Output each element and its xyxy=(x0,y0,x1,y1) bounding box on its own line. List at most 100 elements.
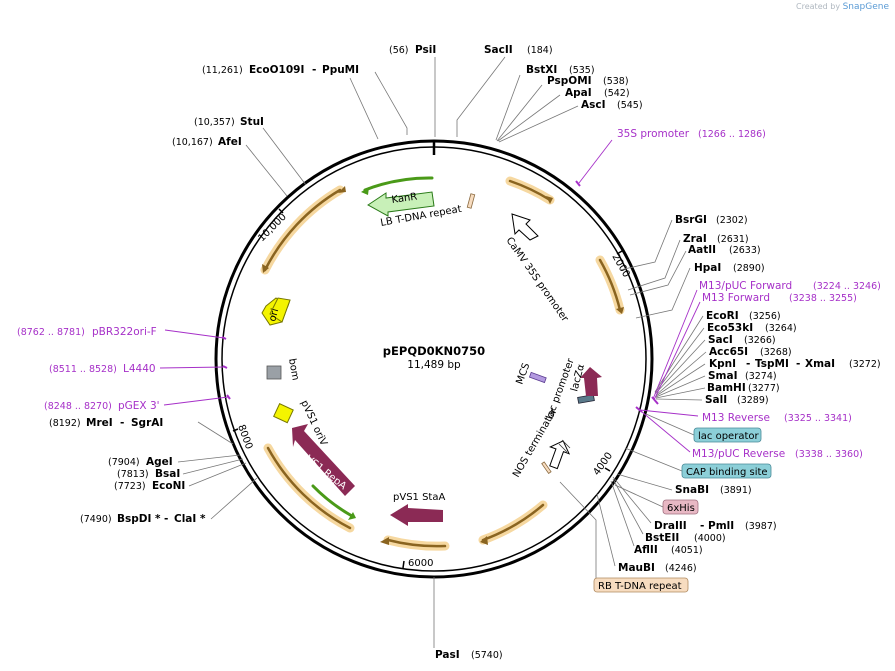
enzyme-econi: (7723) EcoNI xyxy=(114,480,185,492)
enzyme-name: AgeI xyxy=(146,456,173,468)
primer-m13-puc-reverse: M13/pUC Reverse (3338 .. 3360) xyxy=(692,448,863,460)
primer-l4440: (8511 .. 8528) L4440 xyxy=(49,363,156,375)
enzyme-pos: (2631) xyxy=(717,234,749,245)
camv-promoter-arrow xyxy=(511,213,539,241)
primer-pgex-3: (8248 .. 8270) pGEX 3' xyxy=(44,400,160,412)
enzyme-pos: (538) xyxy=(603,76,629,87)
primer-pos: (3224 .. 3246) xyxy=(813,281,881,292)
enzyme-psii: (56) PsiI xyxy=(389,44,436,56)
enzyme-pos: (2890) xyxy=(733,263,765,274)
primer-name: M13/pUC Reverse xyxy=(692,448,785,460)
enzyme-name: AflII xyxy=(634,544,658,556)
enzyme-sali: SalI (3289) xyxy=(705,394,769,406)
primer-name: L4440 xyxy=(123,363,156,375)
enzyme-zrai: ZraI (2631) xyxy=(683,233,749,245)
enzyme-bsrgi: BsrGI (2302) xyxy=(675,214,748,226)
primer-name: pBR322ori-F xyxy=(92,326,157,338)
enzyme-eco53ki: Eco53kI (3264) xyxy=(707,322,797,334)
enzyme-pos: (4000) xyxy=(694,533,726,544)
kanr-label: KanR xyxy=(391,191,418,205)
enzyme-name-2: TspMI xyxy=(755,358,789,370)
enzyme-name: DraIII xyxy=(654,520,687,532)
enzyme-name: BsaI xyxy=(155,468,180,480)
enzyme-name: SmaI xyxy=(708,370,738,382)
primer-m13-forward: M13 Forward (3238 .. 3255) xyxy=(702,292,857,304)
enzyme-name: SalI xyxy=(705,394,727,406)
enzyme-pos: (3266) xyxy=(744,335,776,346)
enzyme-pos: (11,261) xyxy=(202,65,243,76)
lb-repeat-mark xyxy=(466,193,476,209)
enzyme-hpai: HpaI (2890) xyxy=(694,262,765,274)
enzyme-acc65i: Acc65I (3268) xyxy=(709,346,792,358)
bom-mark xyxy=(266,365,282,380)
enzyme-pos: (4051) xyxy=(671,545,703,556)
enzyme-pos: (3268) xyxy=(760,347,792,358)
enzyme-pos: (8192) xyxy=(49,418,81,429)
enzyme-mrei-sgrai: (8192) MreI - SgrAI xyxy=(49,417,163,429)
box-label: RB T-DNA repeat xyxy=(598,581,682,592)
box-label: 6xHis xyxy=(667,503,695,514)
enzyme-smai: SmaI (3274) xyxy=(708,370,777,382)
nos-terminator-arrow xyxy=(549,440,571,470)
svg-text:-: - xyxy=(700,520,704,532)
tick-label: 6000 xyxy=(408,558,433,569)
enzyme-name: KpnI xyxy=(709,358,736,370)
nos-terminator-label: NOS terminator xyxy=(511,406,560,480)
enzyme-name: ZraI xyxy=(683,233,707,245)
enzyme-pos: (7723) xyxy=(114,481,146,492)
enzyme-name: SnaBI xyxy=(675,484,709,496)
enzyme-pos: (3256) xyxy=(749,311,781,322)
enzyme-pos: (3987) xyxy=(745,521,777,532)
enzyme-bstxi: BstXI (535) xyxy=(526,64,595,76)
enzyme-name-2: ClaI * xyxy=(174,513,206,525)
enzyme-pos: (3277) xyxy=(748,383,780,394)
enzyme-pos: (3289) xyxy=(737,395,769,406)
mcs-label: MCS xyxy=(514,362,532,386)
enzyme-name: StuI xyxy=(240,116,264,128)
snapgene-brand: SnapGene xyxy=(842,2,889,12)
enzyme-agei: (7904) AgeI xyxy=(108,456,173,468)
primer-m13-puc-forward: M13/pUC Forward (3224 .. 3246) xyxy=(699,280,881,292)
enzyme-aflii: AflII (4051) xyxy=(634,544,703,556)
primer-name: pGEX 3' xyxy=(118,400,160,412)
enzyme-ecori: EcoRI (3256) xyxy=(706,310,781,322)
pvs1-staa-label: pVS1 StaA xyxy=(393,492,445,503)
enzyme-pos: (3264) xyxy=(765,323,797,334)
enzyme-sacii: SacII (184) xyxy=(484,44,553,56)
pvs1-oriv-mark xyxy=(273,403,294,424)
enzyme-name: Eco53kI xyxy=(707,322,753,334)
enzyme-name: SacI xyxy=(708,334,733,346)
enzyme-kpni-tspmi-xmai: KpnI - TspMI - XmaI (3272) xyxy=(709,358,881,370)
ori-label: ori xyxy=(267,307,281,322)
enzyme-pos: (545) xyxy=(617,100,643,111)
enzyme-pos: (5740) xyxy=(471,650,503,661)
plasmid-size: 11,489 bp xyxy=(407,359,461,371)
enzyme-pos: (535) xyxy=(569,65,595,76)
enzyme-afei: (10,167) AfeI xyxy=(172,136,242,148)
enzyme-asci: AscI (545) xyxy=(581,99,643,111)
primer-pos: (3338 .. 3360) xyxy=(795,449,863,460)
enzyme-name: HpaI xyxy=(694,262,721,274)
enzyme-name: BstEII xyxy=(645,532,679,544)
rb-t-dna-repeat-box: RB T-DNA repeat xyxy=(593,577,689,593)
primer-name: M13 Forward xyxy=(702,292,770,304)
enzyme-aatii: AatII (2633) xyxy=(688,244,761,256)
primer-pos: (3325 .. 3341) xyxy=(784,413,852,424)
primer-name: M13/pUC Forward xyxy=(699,280,792,292)
enzyme-name-2: PpuMI xyxy=(322,64,359,76)
ori-feature: ori xyxy=(261,297,291,326)
enzyme-stui: (10,357) StuI xyxy=(194,116,264,128)
enzyme-bsteii: BstEII (4000) xyxy=(645,532,726,544)
box-label: CAP binding site xyxy=(686,467,768,478)
primer-name: 35S promoter xyxy=(617,128,690,140)
enzyme-name: MauBI xyxy=(618,562,655,574)
plasmid-name: pEPQD0KN0750 xyxy=(383,344,485,358)
enzyme-name: BspDI * xyxy=(117,513,161,525)
enzyme-name-3: XmaI xyxy=(805,358,835,370)
enzyme-pos: (184) xyxy=(527,45,553,56)
cap-binding-site-box: CAP binding site xyxy=(681,463,772,479)
enzyme-name: BamHI xyxy=(707,382,746,394)
primer-pos: (8762 .. 8781) xyxy=(17,327,85,338)
enzyme-name: BstXI xyxy=(526,64,557,76)
enzyme-name: MreI xyxy=(86,417,113,429)
